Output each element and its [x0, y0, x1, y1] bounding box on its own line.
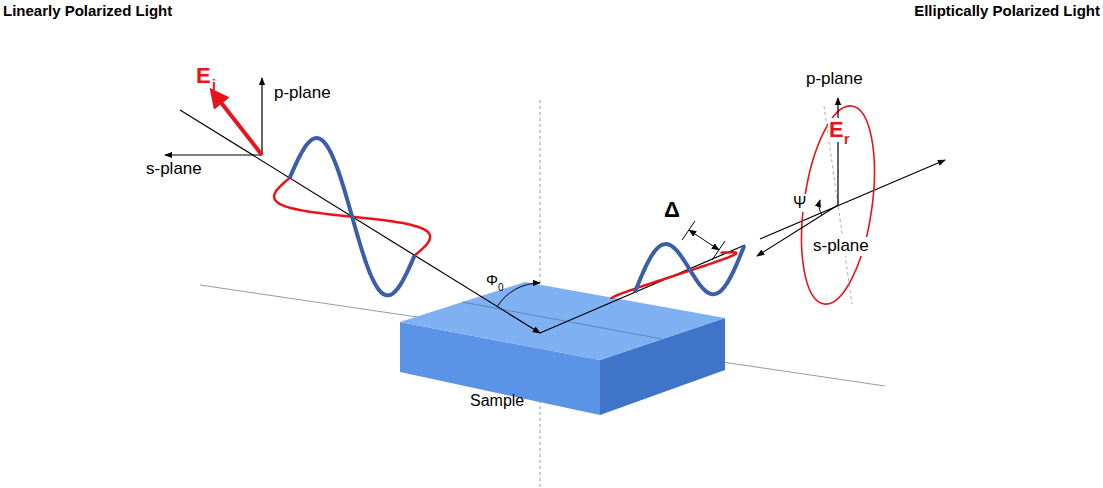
axis-label: s-plane [812, 237, 870, 256]
angle-symbol: Φ [486, 272, 498, 289]
incident-ray [180, 110, 540, 333]
heading: Elliptically Polarized Light [914, 3, 1100, 20]
angle-symbol: Ψ [792, 194, 807, 212]
heading: Linearly Polarized Light [3, 3, 172, 20]
reflected-ray [540, 245, 745, 333]
axis-label: p-plane [274, 84, 331, 103]
phase-shift-tick [712, 241, 725, 260]
axis-label: s-plane [146, 160, 202, 179]
psi-angle-arc [819, 200, 822, 215]
phase-shift-marker [689, 230, 719, 250]
angle-subscript: 0 [498, 282, 504, 293]
p-wave [290, 138, 415, 295]
p-wave [635, 244, 744, 294]
p-plane-axis [261, 78, 262, 155]
field-subscript: r [843, 132, 850, 147]
incidence-angle-arc [497, 283, 540, 307]
incident-field-vector [212, 91, 262, 155]
field-symbol: E [196, 64, 211, 88]
p-plane-axis [837, 98, 838, 205]
phase-symbol: Δ [664, 198, 680, 222]
reflected-ray [760, 160, 945, 239]
phase-shift-tick [682, 221, 695, 240]
sample-surface-line [462, 302, 662, 339]
s-plane-axis [165, 154, 262, 155]
sample-top-face [400, 282, 725, 360]
part-label: Sample [470, 392, 524, 410]
field-subscript: i [212, 78, 216, 93]
axis-label: p-plane [806, 70, 863, 89]
